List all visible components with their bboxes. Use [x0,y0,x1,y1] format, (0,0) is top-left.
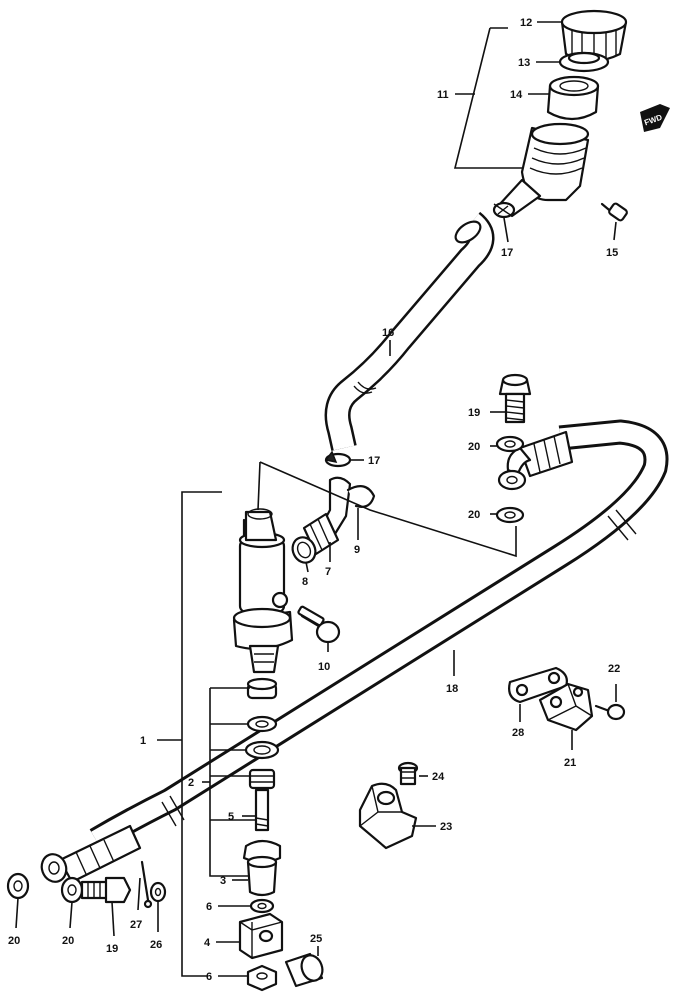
clevis-pin-25 [284,952,324,988]
callout-20-lower-right: 20 [62,935,74,947]
gasket-20-upper-a [495,435,525,453]
clip-9 [346,485,376,508]
callout-6: 6 [206,901,212,913]
secondary-cup [244,740,280,760]
callout-20-second: 20 [468,509,480,521]
callout-27: 27 [130,919,142,931]
callout-3: 3 [220,875,226,887]
callout-20-lower-left: 20 [8,935,20,947]
union-bolt-19-upper [498,373,532,424]
callout-23: 23 [440,821,452,833]
callout-26: 26 [150,939,162,951]
bolt-22 [594,703,626,721]
piston [248,768,276,790]
hose-clamp-17-top [492,201,516,219]
piston-spring [246,677,278,700]
reservoir-screw [600,202,628,222]
callout-25: 25 [310,933,322,945]
callout-20: 20 [468,441,480,453]
primary-cup [246,715,278,733]
bracket-23 [358,782,418,850]
reservoir-plate [558,51,610,73]
callout-7: 7 [325,566,331,578]
callout-22: 22 [608,663,620,675]
callout-28: 28 [512,727,524,739]
callout-19-lower: 19 [106,943,118,955]
leader-lines [15,21,617,977]
callout-24: 24 [432,771,445,783]
gasket-20-lower-a [6,872,30,900]
callout-9: 9 [354,544,360,556]
callout-16: 16 [382,327,394,339]
mount-bolt-10 [297,605,341,644]
fwd-arrow-badge: FWD [640,104,670,132]
callout-4: 4 [204,937,211,949]
reservoir-hose [324,211,495,451]
callout-10: 10 [318,661,330,673]
callout-19: 19 [468,407,480,419]
callout-15: 15 [606,247,618,259]
reservoir-diaphragm [546,75,600,121]
reservoir-cap [560,9,628,63]
callout-12: 12 [520,17,532,29]
callout-14: 14 [510,89,523,101]
callout-8: 8 [302,576,308,588]
gasket-20-lower-b [60,876,84,904]
callout-1: 1 [140,735,146,747]
hose-clamp-17-lower [324,450,352,468]
callout-13: 13 [518,57,530,69]
callout-17: 17 [501,247,513,259]
washer-26 [149,881,167,903]
bolt-24 [397,761,419,786]
clevis-4 [238,912,284,960]
callout-17-lower: 17 [368,455,380,467]
gasket-20-upper-b [495,506,525,524]
callout-11: 11 [437,89,449,101]
boot-3 [242,839,282,897]
callout-2: 2 [188,777,194,789]
nut-6-upper [249,898,275,914]
master-cylinder-body [232,508,294,674]
callout-5: 5 [228,811,234,823]
callout-6-lower: 6 [206,971,212,983]
o-ring-8 [291,536,317,564]
callout-18: 18 [446,683,458,695]
pin-27 [140,860,153,909]
reservoir-tank [498,122,590,218]
push-rod-5 [254,788,270,832]
callout-labels: 12 13 14 11 17 15 16 19 20 17 20 9 8 7 1… [8,17,620,983]
bracket-21 [538,682,594,732]
brake-hose [40,419,669,884]
callout-21: 21 [564,757,576,769]
union-bolt-19-lower [80,876,132,904]
nut-6-lower [246,964,278,992]
